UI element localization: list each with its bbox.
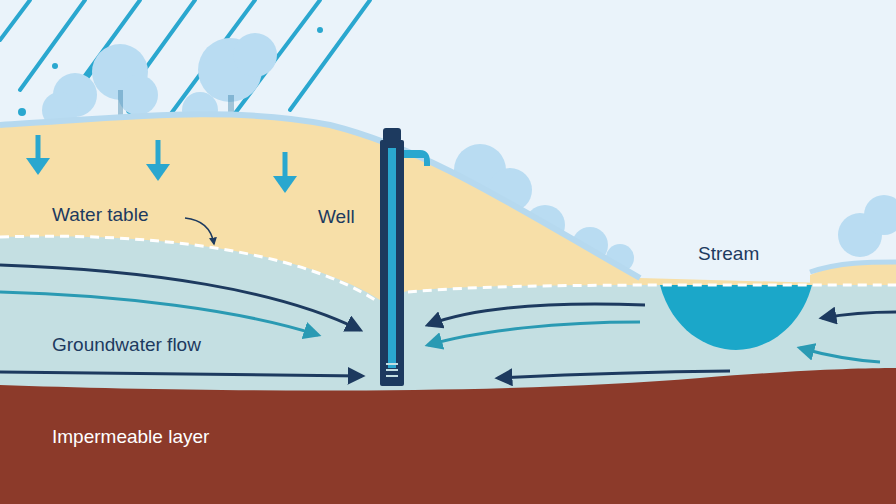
stream-label: Stream (698, 243, 759, 266)
groundwater-flow-label: Groundwater flow (52, 334, 201, 357)
band-label: Impermeable layer (0, 400, 896, 449)
water-table-label: Water table (52, 204, 148, 227)
well (380, 128, 430, 386)
well-label: Well (318, 206, 355, 229)
flow-arrows (0, 265, 896, 378)
impermeable-band: Impermeable layer (0, 400, 896, 504)
infiltration-arrows (26, 135, 297, 193)
